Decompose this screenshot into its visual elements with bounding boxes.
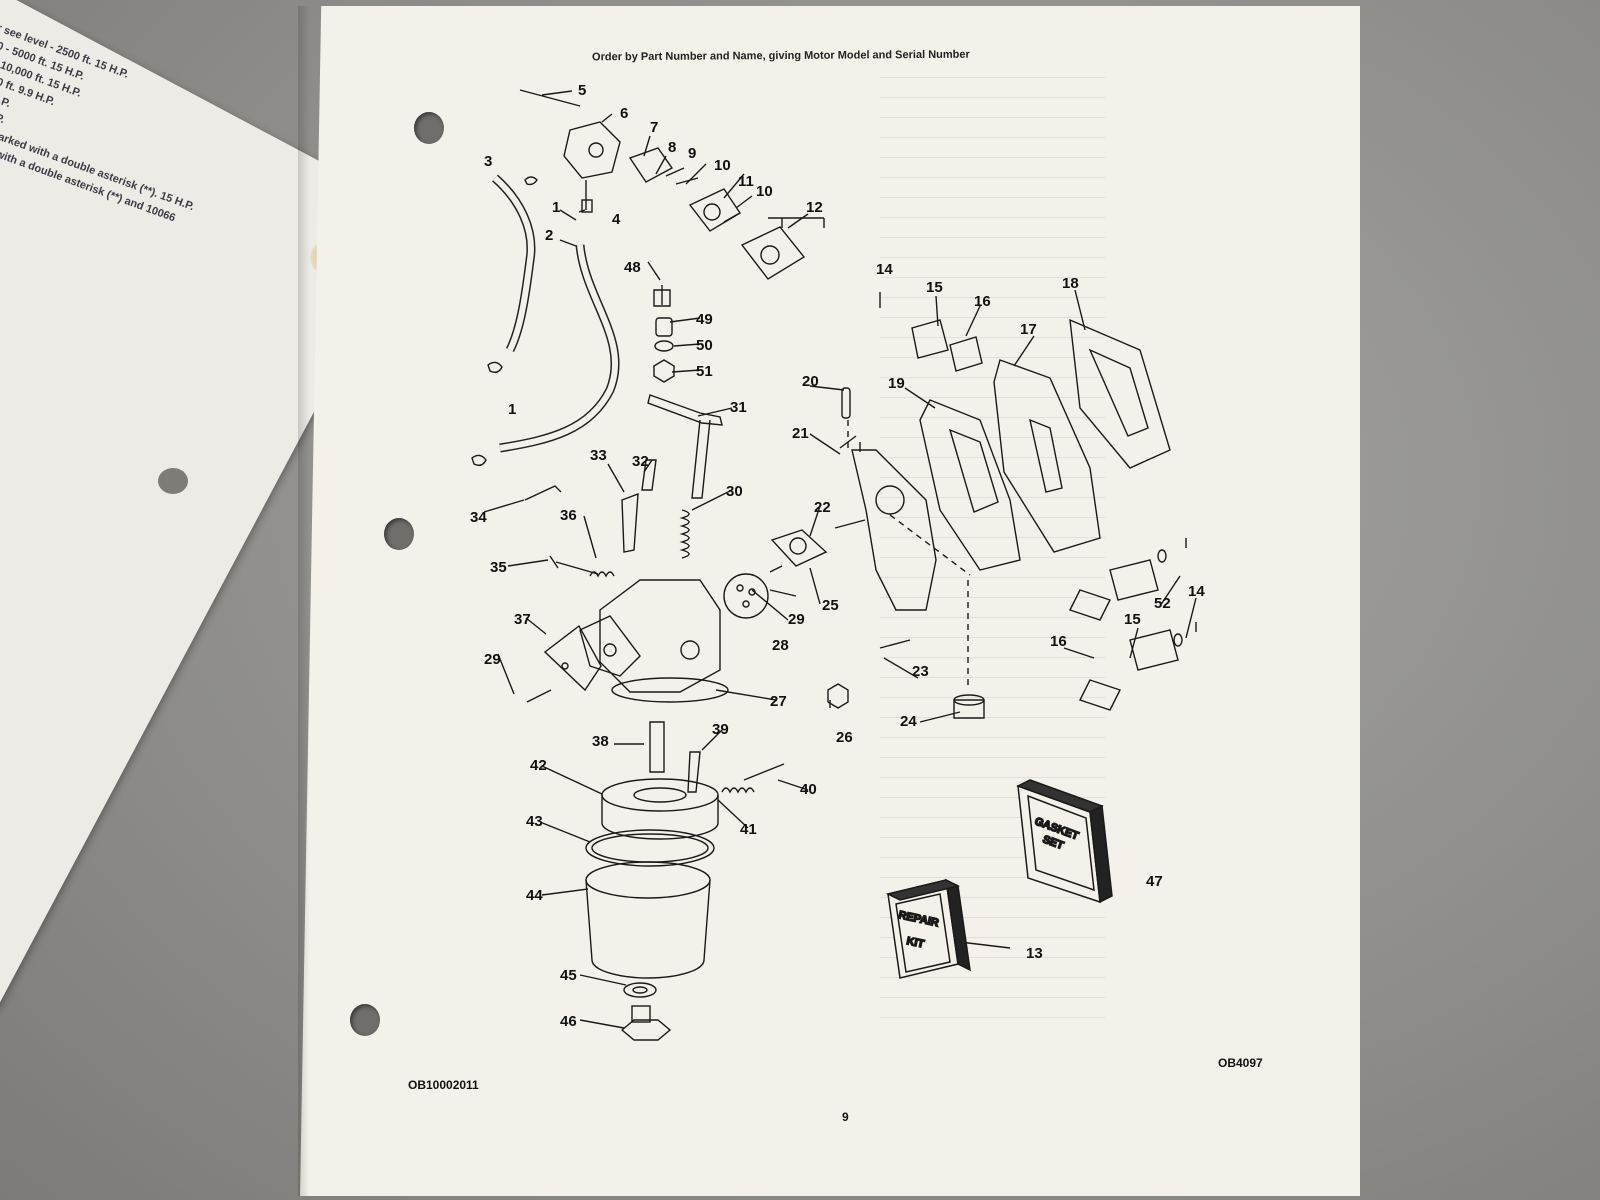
callout: 45 — [560, 967, 577, 984]
callout: 47 — [1146, 873, 1163, 890]
callout: 16 — [974, 293, 991, 310]
plate-17 — [993, 359, 1101, 553]
callout: 18 — [1062, 275, 1079, 292]
binder-hole — [158, 468, 188, 494]
callout: 10 — [756, 183, 773, 200]
fuel-line-2-inner — [499, 244, 618, 451]
bleed-through-text — [880, 60, 1130, 1018]
callout: 14 — [1188, 583, 1205, 600]
callout: 29 — [484, 651, 501, 668]
binder-hole — [414, 112, 444, 144]
plate-11 — [688, 188, 741, 232]
plate-7 — [628, 147, 674, 183]
callout: 40 — [800, 781, 817, 798]
gasket-43 — [585, 829, 715, 867]
gasket-set-box: GASKET SET — [1016, 779, 1113, 904]
callout: 15 — [926, 279, 943, 296]
callout: 50 — [696, 337, 713, 354]
throttle-arm-31 — [647, 394, 723, 426]
callout: 52 — [1154, 595, 1171, 612]
callout: 35 — [490, 559, 507, 576]
clamp-1b — [471, 454, 487, 467]
gasket-12 — [740, 226, 806, 280]
callout: 9 — [688, 145, 696, 162]
callout: 12 — [806, 199, 823, 216]
bowl-44 — [585, 879, 711, 979]
callout: 2 — [545, 227, 553, 244]
callout: 27 — [770, 693, 787, 710]
repair-kit-box: REPAIR KIT — [885, 878, 971, 979]
callout: 36 — [560, 507, 577, 524]
callout: 48 — [624, 259, 641, 276]
callout: 51 — [696, 363, 713, 380]
callout: 39 — [712, 721, 729, 738]
callout: 11 — [738, 173, 754, 190]
callout: 30 — [726, 483, 743, 500]
callout: 8 — [668, 139, 676, 156]
binder-hole — [350, 1004, 380, 1036]
manual-page — [300, 6, 1360, 1196]
page-number: 9 — [842, 1110, 849, 1124]
callout: 10 — [714, 157, 731, 174]
callout: 28 — [772, 637, 789, 654]
callout: 1 — [552, 199, 560, 216]
callout: 17 — [1020, 321, 1037, 338]
callout: 34 — [470, 509, 487, 526]
callout: 46 — [560, 1013, 577, 1030]
plate-37 — [543, 624, 602, 692]
callout: 33 — [590, 447, 607, 464]
illustration-code-left: OB10002011 — [408, 1078, 479, 1092]
callout: 22 — [814, 499, 831, 516]
callout: 3 — [484, 153, 492, 170]
callout: 20 — [802, 373, 819, 390]
callout: 16 — [1050, 633, 1067, 650]
callout: 7 — [650, 119, 658, 136]
binder-hole — [384, 518, 414, 550]
fuel-pump — [563, 121, 621, 179]
callout: 24 — [900, 713, 917, 730]
repair-kit-label-2: KIT — [905, 935, 925, 950]
spring-30 — [679, 509, 690, 559]
fuel-line-3 — [491, 174, 536, 353]
callout: 6 — [620, 105, 628, 122]
gasket-19 — [919, 399, 1021, 571]
gasket-18 — [1069, 318, 1171, 469]
callout: 21 — [792, 425, 809, 442]
illustration-code-right: OB4097 — [1218, 1056, 1263, 1070]
callout: 43 — [526, 813, 543, 830]
callout: 19 — [888, 375, 905, 392]
callout: 25 — [822, 597, 839, 614]
callout: 26 — [836, 729, 853, 746]
callout: 31 — [730, 399, 747, 416]
callout: 41 — [740, 821, 757, 838]
callout: 29 — [788, 611, 805, 628]
callout-labels: 5 6 7 8 9 10 11 10 12 3 1 4 2 48 49 50 5… — [470, 82, 1205, 1030]
callout: 42 — [530, 757, 547, 774]
clamp-top — [524, 176, 538, 186]
callout: 14 — [876, 261, 893, 278]
bracket-21 — [851, 449, 937, 611]
clamp-1 — [487, 361, 503, 374]
callout: 37 — [514, 611, 531, 628]
callout: 32 — [632, 453, 649, 470]
page-edge-shadow — [298, 6, 310, 1196]
fuel-line-2 — [499, 244, 620, 453]
callout: 5 — [578, 82, 586, 99]
float-42 — [601, 778, 719, 812]
callout: 44 — [526, 887, 543, 904]
callout: 23 — [912, 663, 929, 680]
callout: 4 — [612, 211, 621, 228]
callout: 49 — [696, 311, 713, 328]
callout: 13 — [1026, 945, 1043, 962]
callout: 15 — [1124, 611, 1141, 628]
callout: 38 — [592, 733, 609, 750]
callout: 1 — [508, 401, 516, 418]
fuel-line-3-inner — [493, 175, 534, 352]
